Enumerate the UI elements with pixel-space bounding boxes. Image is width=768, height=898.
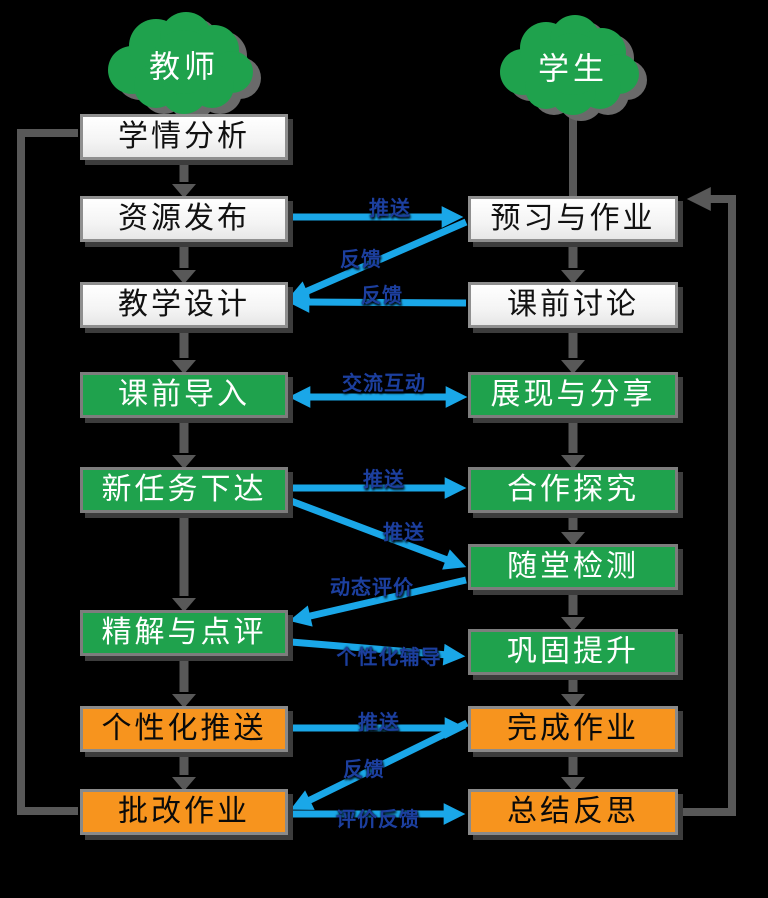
student-cloud-connector xyxy=(569,96,577,198)
arrow-label-feedback: 反馈 xyxy=(340,247,382,271)
arrow-feedback-discussion-to-design xyxy=(287,291,467,313)
arrow-push-task-to-test xyxy=(289,497,467,570)
arrow-label-push: 推送 xyxy=(369,196,411,220)
flow-connector-down xyxy=(561,751,585,791)
flow-connector-down xyxy=(172,751,196,791)
teacher-column-header: 教师 xyxy=(149,49,219,86)
box-explain-and-comment: 精解与点评 xyxy=(80,610,288,656)
flow-connector-down xyxy=(561,674,585,708)
box-preview-and-homework: 预习与作业 xyxy=(468,196,678,242)
flow-connector-down xyxy=(561,417,585,469)
flow-connector-down xyxy=(172,239,196,284)
flow-connector-down xyxy=(561,512,585,546)
box-resource-publish: 资源发布 xyxy=(80,196,288,242)
arrow-label-push: 推送 xyxy=(358,710,400,734)
box-consolidate-improve: 巩固提升 xyxy=(468,629,678,675)
loop-right-reflection-to-preview xyxy=(680,187,736,816)
box-inclass-test: 随堂检测 xyxy=(468,544,678,590)
box-summary-reflection: 总结反思 xyxy=(468,789,678,835)
box-learning-analysis: 学情分析 xyxy=(80,114,288,160)
arrow-feedback-homework-to-grading xyxy=(290,719,469,810)
box-teaching-design: 教学设计 xyxy=(80,282,288,328)
box-personalized-push: 个性化推送 xyxy=(80,706,288,752)
student-column-header: 学生 xyxy=(538,51,608,88)
flow-connector-down xyxy=(561,239,585,284)
flow-connector-down xyxy=(172,417,196,469)
teacher-cloud xyxy=(108,12,261,120)
box-grade-homework: 批改作业 xyxy=(80,789,288,835)
flow-connector-down xyxy=(561,325,585,374)
arrow-tutoring-comment-to-consolidate xyxy=(290,638,466,666)
arrow-label-feedback: 反馈 xyxy=(361,283,403,307)
arrow-label-push: 推送 xyxy=(363,467,405,491)
student-cloud xyxy=(500,15,647,121)
arrow-label-feedback: 反馈 xyxy=(343,757,385,781)
arrow-label-eval-feedback: 评价反馈 xyxy=(336,807,420,831)
box-present-and-share: 展现与分享 xyxy=(468,372,678,418)
box-new-task-assign: 新任务下达 xyxy=(80,467,288,513)
box-preclass-discussion: 课前讨论 xyxy=(468,282,678,328)
arrow-label-interaction: 交流互动 xyxy=(342,371,426,395)
loop-left-grading-to-analysis xyxy=(17,129,78,815)
flow-connector-down xyxy=(172,157,196,198)
box-cooperative-inquiry: 合作探究 xyxy=(468,467,678,513)
arrow-label-personal-tutor: 个性化辅导 xyxy=(336,645,442,669)
arrow-label-push: 推送 xyxy=(383,520,425,544)
arrow-label-dynamic-eval: 动态评价 xyxy=(330,575,414,599)
flow-connector-down xyxy=(561,589,585,631)
arrow-feedback-preview-to-design xyxy=(287,218,468,302)
arrow-evaluation-test-to-comment xyxy=(289,576,467,627)
box-complete-homework: 完成作业 xyxy=(468,706,678,752)
flow-connector-down xyxy=(172,654,196,708)
flow-connector-down xyxy=(172,325,196,374)
box-lesson-intro: 课前导入 xyxy=(80,372,288,418)
flow-connector-down xyxy=(172,512,196,612)
